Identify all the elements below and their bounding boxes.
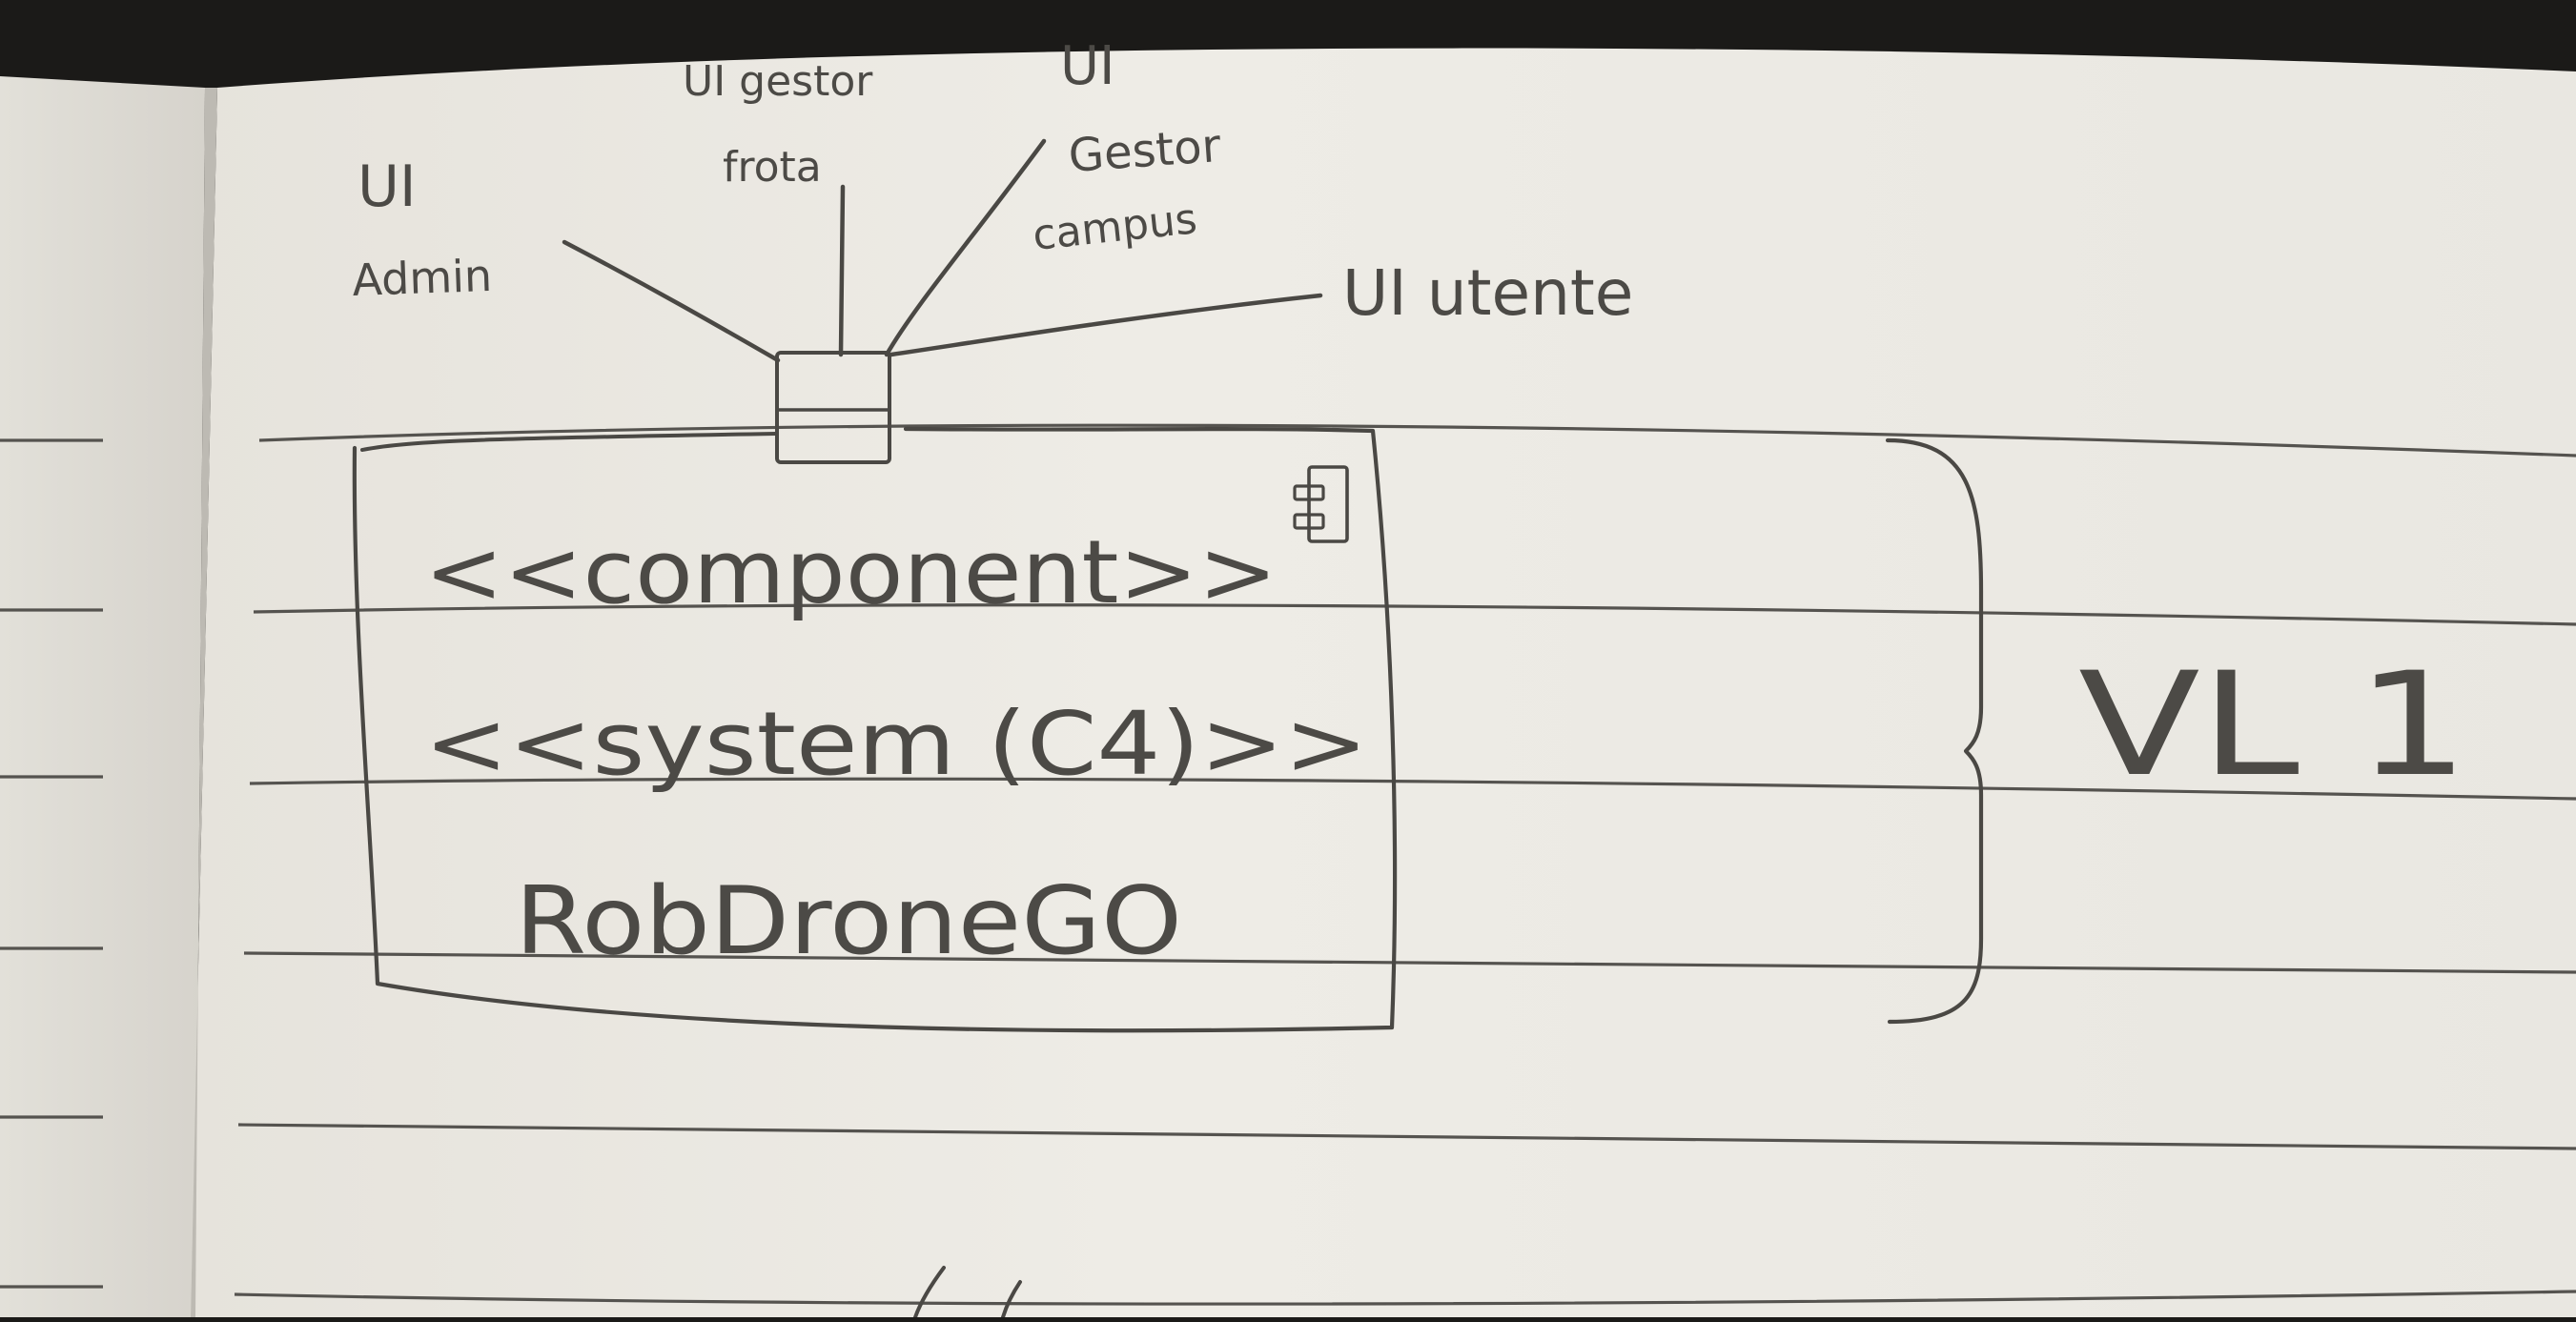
ui-gestor-frota-label-2: frota [723, 143, 822, 192]
component-box [352, 426, 1398, 1033]
ui-admin-label-2: Admin [351, 250, 492, 306]
connector-ui-gestor-campus [884, 138, 1047, 357]
interface-connectors [562, 138, 1323, 363]
component-name: RobDroneGO [515, 867, 1182, 976]
left-page [0, 76, 205, 1317]
left-page-rules [0, 438, 103, 1289]
component-box-text: <<component>> <<system (C4)>> RobDroneGO [424, 521, 1368, 976]
partial-sketch-stroke-2 [1001, 1280, 1022, 1319]
ui-admin-label-1: UI [358, 153, 417, 220]
right-page [191, 48, 2576, 1318]
partial-sketch-stroke [913, 1266, 946, 1319]
component-icon [1293, 465, 1349, 543]
ui-gestor-frota-label-1: UI gestor [683, 57, 873, 106]
ui-gestor-campus-label-2: Gestor [1067, 119, 1222, 183]
connector-ui-gestor-frota [838, 184, 846, 357]
interface-port [775, 351, 891, 464]
stereotype-system: <<system (C4)>> [424, 693, 1368, 795]
page-gutter [191, 88, 217, 1317]
interface-labels: UI Admin UI gestor frota UI Gestor campu… [351, 35, 1633, 330]
connector-ui-utente [889, 293, 1323, 357]
connector-ui-admin [562, 239, 781, 363]
ui-utente-label: UI utente [1342, 256, 1633, 330]
level-brace [1885, 437, 1984, 1025]
level-label: VL 1 [2078, 642, 2469, 808]
ui-gestor-campus-label-1: UI [1060, 35, 1115, 97]
stereotype-component: <<component>> [424, 521, 1278, 623]
